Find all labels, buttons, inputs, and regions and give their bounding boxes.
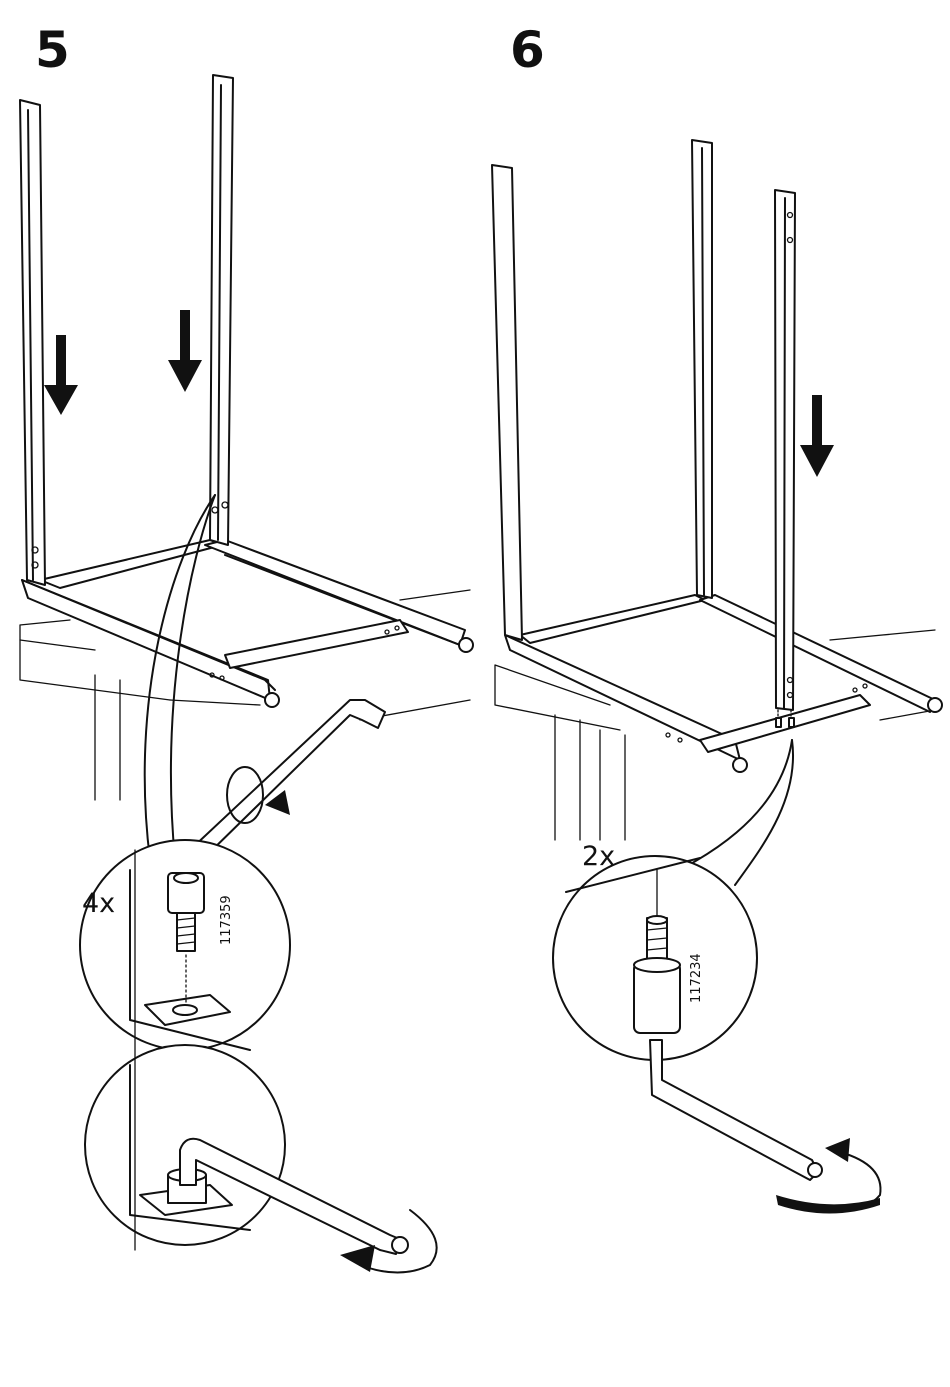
step-6-quantity-label: 2x (582, 843, 615, 870)
foot-cap-icon (733, 758, 747, 772)
step-6-number: 6 (510, 25, 545, 75)
allen-key-icon (650, 1040, 822, 1180)
step-5-number: 5 (35, 25, 70, 75)
step-5-part-number: 117359 (220, 895, 233, 945)
step-5-quantity-label: 4x (82, 890, 115, 917)
foot-cap-icon (928, 698, 942, 712)
step-6-part-number: 117234 (690, 953, 703, 1003)
step-6-frame-base (505, 595, 942, 772)
down-arrow-icon (800, 395, 834, 477)
step-6-detail-adapter (553, 856, 757, 1060)
